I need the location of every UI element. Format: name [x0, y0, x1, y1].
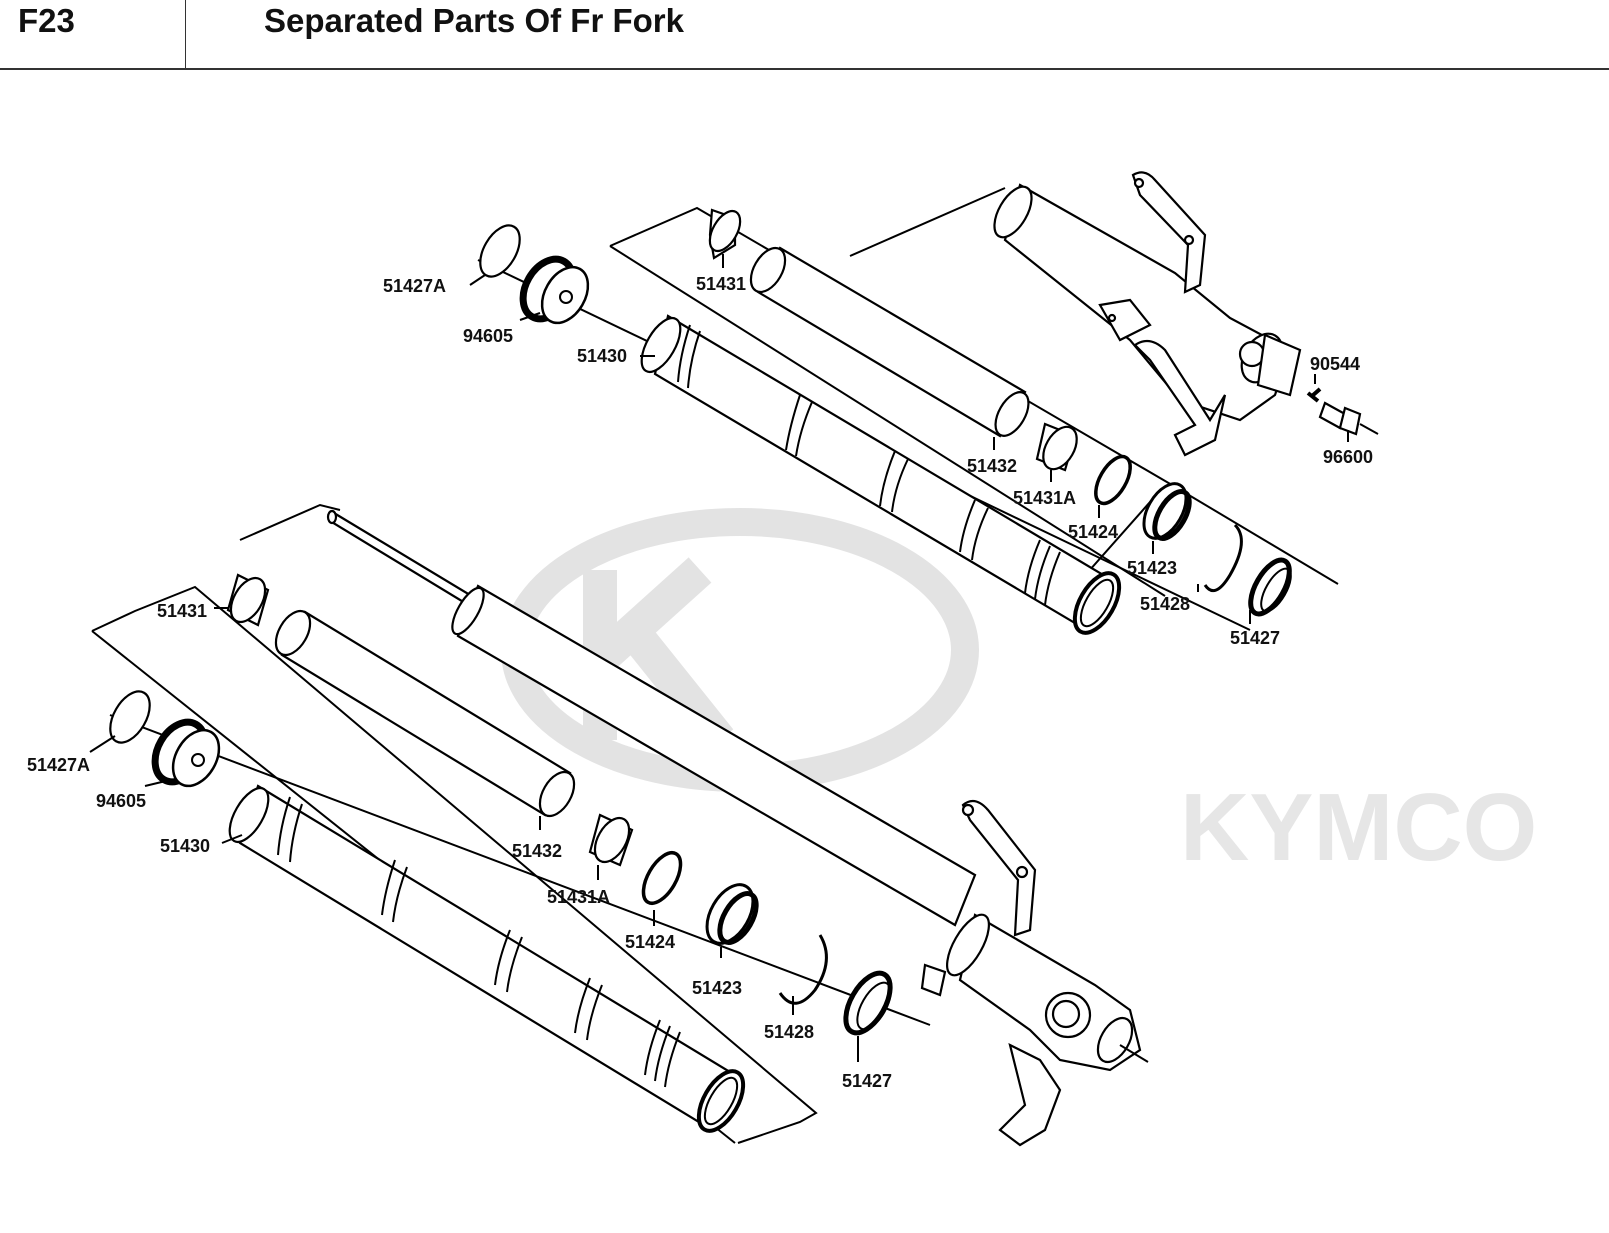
label-upper-51427: 51427: [1230, 628, 1280, 648]
lower-seal-washer: [641, 851, 683, 905]
label-lower-51430: 51430: [160, 836, 210, 856]
upper-oil-seal: [1142, 482, 1192, 541]
label-upper-51431: 51431: [696, 274, 746, 294]
page-header: F23 Separated Parts Of Fr Fork: [0, 0, 1609, 70]
label-lower-51428: 51428: [764, 1022, 814, 1042]
label-upper-51423: 51423: [1127, 558, 1177, 578]
lower-stopper-ring: [778, 934, 828, 1005]
upper-assembly: 51427A 94605 51431 51430 51432 51431A 51…: [383, 171, 1379, 648]
section-code: F23: [18, 2, 75, 39]
watermark-text: KYMCO: [1180, 774, 1537, 881]
upper-socket-bolt: [1318, 401, 1379, 436]
lower-guide-bushing: [588, 813, 634, 867]
label-lower-51427a: 51427A: [27, 755, 90, 775]
upper-spring: [749, 246, 1030, 438]
lower-bracket-outer: [91, 585, 818, 1144]
lower-damper-rod: [326, 509, 977, 927]
label-upper-51432: 51432: [967, 456, 1017, 476]
label-lower-51423: 51423: [692, 978, 742, 998]
lower-bracket-inner: [239, 503, 341, 541]
upper-stopper-ring: [1203, 523, 1243, 593]
upper-oring: [479, 224, 521, 278]
lower-dust-seal: [843, 970, 893, 1036]
label-lower-94605: 94605: [96, 791, 146, 811]
lower-oring: [109, 690, 151, 744]
label-upper-51430: 51430: [577, 346, 627, 366]
upper-guide-bushing: [1035, 422, 1078, 472]
label-lower-51431a: 51431A: [547, 887, 610, 907]
label-upper-90544: 90544: [1310, 354, 1360, 374]
label-lower-51431: 51431: [157, 601, 207, 621]
label-lower-51427: 51427: [842, 1071, 892, 1091]
lower-axis: [109, 714, 931, 1026]
label-upper-51431a: 51431A: [1013, 488, 1076, 508]
upper-inner-tube: [640, 314, 1122, 635]
label-upper-51428: 51428: [1140, 594, 1190, 614]
upper-dust-seal: [1248, 557, 1292, 617]
upper-slide-bushing: [708, 208, 742, 260]
label-upper-51424: 51424: [1068, 522, 1118, 542]
upper-bracket-inner-lower: [609, 245, 1166, 597]
kymco-watermark: KYMCO: [501, 508, 1537, 881]
upper-bracket-outer: [849, 187, 1006, 257]
lower-inner-tube: [228, 784, 746, 1133]
label-upper-94605: 94605: [463, 326, 513, 346]
upper-outer-slider: [993, 171, 1302, 457]
label-lower-51432: 51432: [512, 841, 562, 861]
lower-oil-seal: [705, 883, 759, 945]
upper-seal-washer: [1094, 454, 1132, 506]
header-divider: [185, 0, 186, 68]
label-upper-51427a: 51427A: [383, 276, 446, 296]
upper-washer: [1306, 387, 1322, 403]
upper-cap-bolt: [519, 255, 590, 325]
lower-outer-slider: [920, 799, 1149, 1147]
lower-cap-bolt: [151, 718, 221, 788]
lower-slide-bushing: [226, 573, 270, 627]
page-title: Separated Parts Of Fr Fork: [264, 2, 684, 39]
lower-spring: [274, 609, 576, 818]
lower-assembly: 51431 51427A 94605 51430 51432 51431A 51…: [27, 503, 1149, 1147]
label-upper-96600: 96600: [1323, 447, 1373, 467]
label-lower-51424: 51424: [625, 932, 675, 952]
